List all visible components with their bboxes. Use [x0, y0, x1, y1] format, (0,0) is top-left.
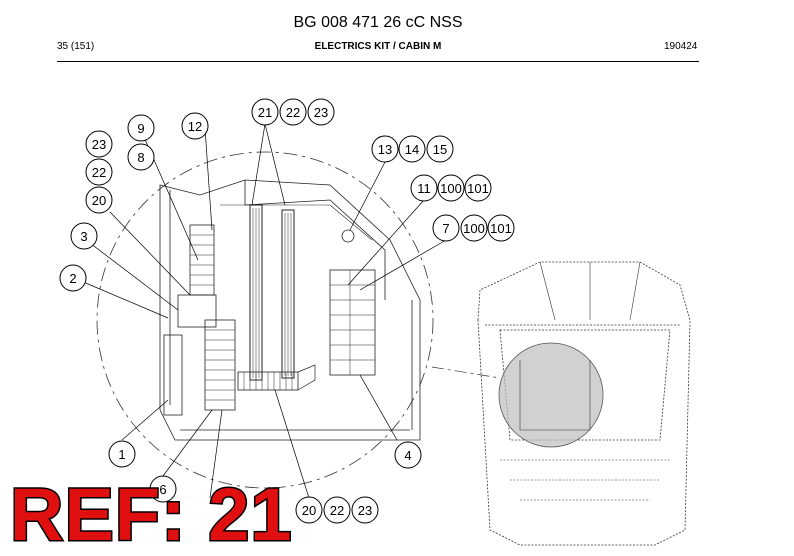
callout: 100 [437, 174, 465, 202]
callout: 2 [59, 264, 87, 292]
callout-number: 23 [92, 137, 106, 152]
callout: 7 [432, 214, 460, 242]
section-title: ELECTRICS KIT / CABIN M [314, 41, 442, 52]
document-date: 190424 [664, 41, 698, 52]
callout: 6 [149, 475, 177, 503]
callout-number: 20 [92, 193, 106, 208]
callout-number: 21 [258, 105, 272, 120]
callout-number: 1 [118, 447, 125, 462]
callout: 1 [108, 440, 136, 468]
callout: 22 [85, 158, 113, 186]
callout-number: 13 [378, 142, 392, 157]
page-number: 35 (151) [57, 41, 95, 52]
detail-circle [96, 151, 434, 489]
callout-number: 101 [490, 221, 512, 236]
callout-number: 22 [286, 105, 300, 120]
callout: 8 [127, 143, 155, 171]
callout-number: 22 [330, 503, 344, 518]
callout: 23 [351, 496, 379, 524]
detail-view [96, 151, 434, 489]
fuse-panel [329, 269, 376, 376]
callout: 11 [410, 174, 438, 202]
callout-number: 3 [80, 229, 87, 244]
callout-number: 12 [188, 119, 202, 134]
callout: 3 [70, 222, 98, 250]
document-title: BG 008 471 26 cC NSS [293, 14, 463, 31]
callout-number: 23 [358, 503, 372, 518]
cabin-frame [159, 179, 421, 441]
callout-number: 15 [433, 142, 447, 157]
callout-number: 7 [442, 221, 449, 236]
callout: 9 [127, 114, 155, 142]
terminal-block [189, 224, 215, 296]
relay-module [177, 294, 217, 328]
callout: 12 [181, 112, 209, 140]
wire-duct [281, 209, 295, 379]
overview-cabin [431, 261, 691, 546]
callout: 13 [371, 135, 399, 163]
callout-number: 9 [137, 121, 144, 136]
callout-number: 6 [159, 482, 166, 497]
callout-number: 2 [69, 271, 76, 286]
cabin-outline [477, 261, 691, 546]
callout: 23 [307, 98, 335, 126]
callout: 23 [85, 130, 113, 158]
leader-lines [73, 123, 447, 499]
callout: 20 [295, 496, 323, 524]
callout: 101 [487, 214, 515, 242]
callout-number: 22 [92, 165, 106, 180]
callout: 22 [279, 98, 307, 126]
callout: 20 [85, 186, 113, 214]
callout: 15 [426, 135, 454, 163]
callout-number: 11 [417, 181, 431, 196]
callout-number: 100 [440, 181, 462, 196]
callout-number: 8 [137, 150, 144, 165]
grommet [341, 229, 355, 243]
callout-labels: 9 12 23 8 22 20 3 2 1 6 21 22 23 13 14 1… [59, 98, 515, 524]
callout: 101 [464, 174, 492, 202]
callout: 100 [460, 214, 488, 242]
callout: 14 [398, 135, 426, 163]
callout-number: 4 [404, 448, 411, 463]
callout-number: 14 [405, 142, 419, 157]
ref-stamp: REF: 21 [9, 473, 294, 556]
terminal-strip [204, 319, 236, 411]
callout: 21 [251, 98, 279, 126]
pcb-board [163, 334, 183, 416]
callout-number: 100 [463, 221, 485, 236]
callout-number: 20 [302, 503, 316, 518]
header-rule [57, 61, 699, 62]
callout-number: 101 [467, 181, 489, 196]
overview-detail-highlight [498, 342, 604, 448]
callout-number: 23 [314, 105, 328, 120]
callout: 4 [394, 441, 422, 469]
callout: 22 [323, 496, 351, 524]
